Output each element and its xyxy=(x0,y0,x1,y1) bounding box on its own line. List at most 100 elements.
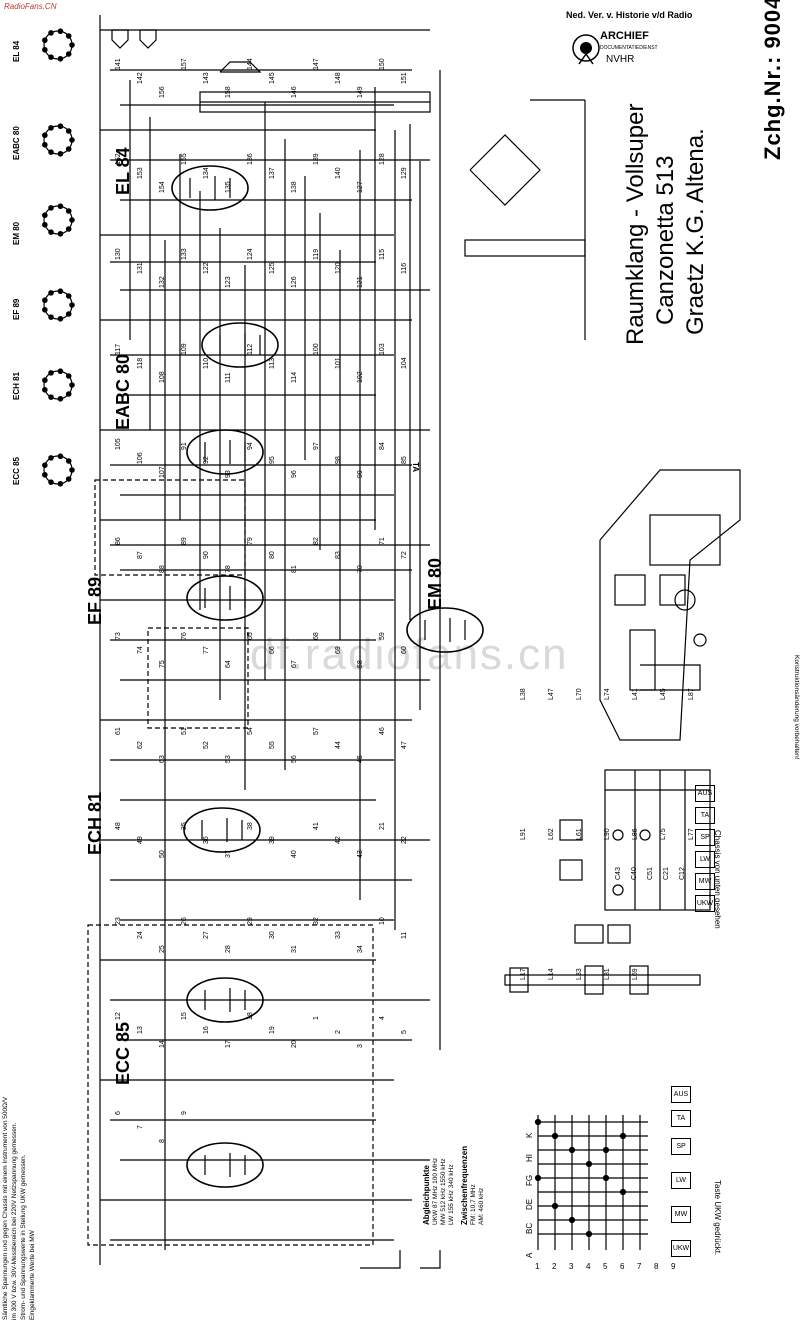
switch-contact xyxy=(534,1118,542,1126)
switch-row-label: 8 xyxy=(654,1262,659,1271)
component-number: 98 xyxy=(335,456,342,464)
component-number: 9 xyxy=(181,1111,188,1115)
socket-pin xyxy=(57,315,64,322)
component-number: 39 xyxy=(269,836,276,844)
socket-pin xyxy=(57,203,64,210)
component-number: 121 xyxy=(357,276,364,288)
tube-eabc80 xyxy=(201,322,279,368)
corner-watermark: RadioFans.CN xyxy=(4,2,57,11)
switch-contact xyxy=(551,1202,559,1210)
component-number: 79 xyxy=(247,537,254,545)
component-number: 35 xyxy=(181,822,188,830)
component-number: 45 xyxy=(357,755,364,763)
socket-pin xyxy=(65,33,72,39)
coil-label: L33 xyxy=(576,968,583,980)
component-number: 117 xyxy=(115,343,122,355)
component-number: 109 xyxy=(181,343,188,355)
component-number: 47 xyxy=(401,741,408,749)
component-number: 148 xyxy=(335,72,342,84)
coil-label: L69 xyxy=(632,968,639,980)
socket-pin xyxy=(42,132,48,139)
component-number: 133 xyxy=(181,248,188,260)
component-number: 140 xyxy=(335,167,342,179)
component-number: 67 xyxy=(291,660,298,668)
component-number: 70 xyxy=(357,565,364,573)
component-number: 6 xyxy=(115,1111,122,1115)
tube-ecc85-b xyxy=(186,1142,264,1188)
component-number: 44 xyxy=(335,741,342,749)
chassis-can-1 xyxy=(614,574,646,606)
component-number: 38 xyxy=(247,822,254,830)
component-number: 55 xyxy=(269,741,276,749)
component-number: 25 xyxy=(159,945,166,953)
coil-l87 xyxy=(559,819,583,841)
component-number: 131 xyxy=(137,262,144,274)
component-number: 29 xyxy=(247,917,254,925)
coil-label: L31 xyxy=(604,968,611,980)
component-number: 81 xyxy=(291,565,298,573)
socket-pin xyxy=(57,150,64,157)
component-number: 48 xyxy=(115,822,122,830)
component-number: 40 xyxy=(291,850,298,858)
component-number: 32 xyxy=(313,917,320,925)
component-number: 76 xyxy=(181,632,188,640)
stamp-line-2: DOCUMENTATIEDIENST xyxy=(600,45,658,51)
switch-row-label: 6 xyxy=(620,1262,625,1271)
coil-l47b xyxy=(607,924,631,944)
component-number: 143 xyxy=(203,72,210,84)
rod-coil-l41 xyxy=(629,965,649,995)
component-number: 114 xyxy=(291,371,298,383)
tube-ech81 xyxy=(183,807,261,853)
coil-label: L90 xyxy=(604,828,611,840)
socket-pin xyxy=(65,128,72,134)
socket-pin xyxy=(65,208,72,214)
chassis-pot xyxy=(674,589,696,611)
component-number: 123 xyxy=(225,276,232,288)
component-number: 78 xyxy=(225,565,232,573)
stamp-line-1: ARCHIEF xyxy=(600,30,649,42)
coil-label: L41 xyxy=(632,688,639,700)
switch-key-sp: SP xyxy=(671,1138,691,1155)
component-number: 138 xyxy=(291,181,298,193)
switch-row-label: 2 xyxy=(552,1262,557,1271)
shield-fm-tuner xyxy=(87,924,374,1246)
socket-pin xyxy=(48,370,54,376)
component-number: 13 xyxy=(137,1026,144,1034)
component-number: 135 xyxy=(225,181,232,193)
archive-stamp: ARCHIEF DOCUMENTATIEDIENST NVHR xyxy=(570,26,658,72)
component-number: 130 xyxy=(115,248,122,260)
shield-if2 xyxy=(147,627,249,729)
component-number: 18 xyxy=(247,1012,254,1020)
component-number: 34 xyxy=(357,945,364,953)
switch-row-label: 5 xyxy=(603,1262,608,1271)
socket-pin xyxy=(42,141,48,148)
component-number: 134 xyxy=(203,167,210,179)
capacitor-label: C51 xyxy=(647,867,654,880)
switch-contact xyxy=(534,1174,542,1182)
component-number: 149 xyxy=(357,86,364,98)
tube-eabc80-b xyxy=(186,429,264,475)
component-number: 137 xyxy=(269,167,276,179)
component-number: 91 xyxy=(181,442,188,450)
component-number: 113 xyxy=(269,357,276,369)
coil-label: L62 xyxy=(548,828,555,840)
component-number: 142 xyxy=(137,72,144,84)
coil-label: L75 xyxy=(660,828,667,840)
switch-contact xyxy=(602,1146,610,1154)
component-number: 124 xyxy=(247,248,254,260)
coil-label: L70 xyxy=(576,688,583,700)
socket-pin xyxy=(48,205,54,211)
component-number: 33 xyxy=(335,931,342,939)
component-number: 41 xyxy=(313,822,320,830)
component-number: 157 xyxy=(181,58,188,70)
component-number: 49 xyxy=(137,836,144,844)
switch-row-label: 4 xyxy=(586,1262,591,1271)
antenna-lead xyxy=(360,1250,401,1269)
speaker-2 xyxy=(139,29,157,49)
antenna-lead xyxy=(420,1250,441,1269)
coil-label: L61 xyxy=(576,828,583,840)
chassis-tuner xyxy=(629,629,656,691)
component-number: 1 xyxy=(313,1016,320,1020)
coil-label: L17 xyxy=(520,968,527,980)
tube-ef89 xyxy=(186,575,264,621)
